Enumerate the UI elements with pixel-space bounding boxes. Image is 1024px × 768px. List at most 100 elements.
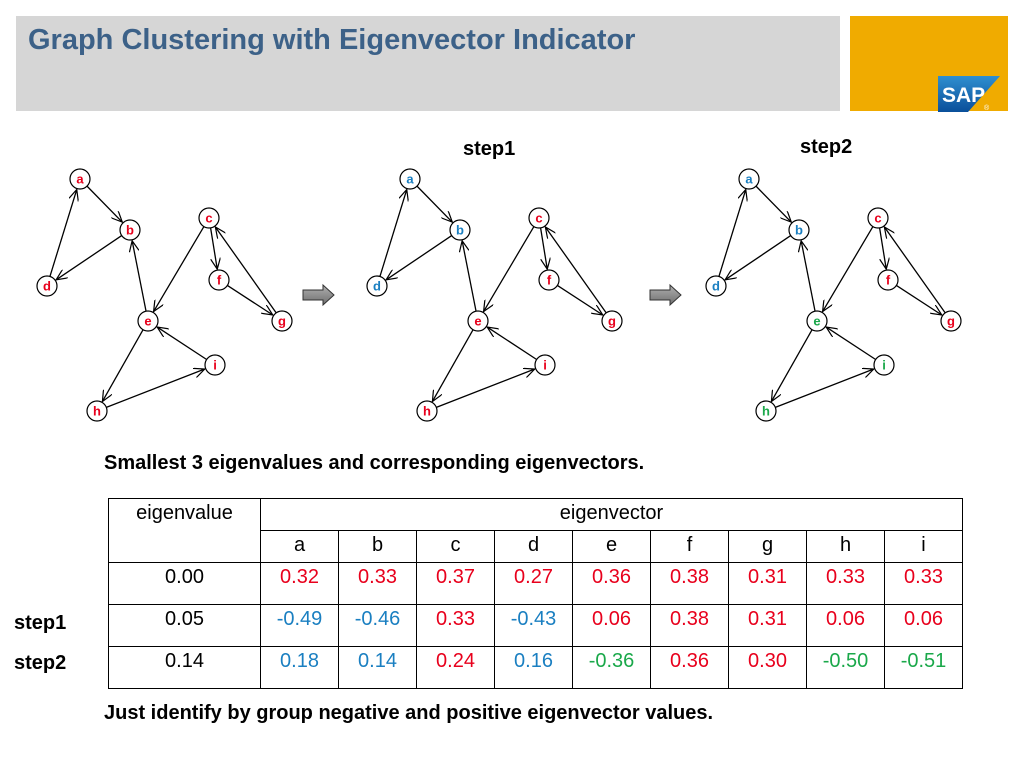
edge-h-i (775, 369, 873, 408)
edge-e-h (102, 329, 144, 402)
column-header-c: c (416, 530, 495, 563)
node-h (416, 400, 438, 422)
eigenvector-cell: 0.31 (728, 604, 807, 647)
node-a (69, 168, 91, 190)
edge-h-i (436, 369, 534, 408)
edge-a-b (755, 185, 791, 222)
edge-c-e (484, 226, 535, 312)
node-a (399, 168, 421, 190)
edge-b-d (725, 235, 792, 280)
edge-a-b (86, 185, 122, 222)
node-label-b: b (795, 223, 803, 238)
node-c (528, 207, 550, 229)
node-f (877, 269, 899, 291)
edge-i-e (487, 327, 537, 361)
node-b (449, 219, 471, 241)
edge-e-b (462, 241, 477, 312)
node-label-c: c (535, 211, 542, 226)
eigenvector-cell: 0.14 (338, 646, 417, 689)
edge-b-d (386, 235, 453, 280)
eigenvector-cell: -0.49 (260, 604, 339, 647)
node-c (198, 207, 220, 229)
node-f (538, 269, 560, 291)
node-c (867, 207, 889, 229)
edge-d-a (49, 190, 77, 277)
edge-f-g (557, 284, 602, 315)
node-i (873, 354, 895, 376)
eigenvector-cell: 0.36 (572, 562, 651, 605)
node-e (137, 310, 159, 332)
edge-c-f (878, 227, 887, 269)
node-label-e: e (144, 314, 151, 329)
eigenvalue-cell: 0.05 (108, 604, 261, 647)
sap-logo-box: SAP ® (850, 16, 1008, 112)
node-label-f: f (547, 273, 552, 288)
eigenvector-cell: 0.33 (338, 562, 417, 605)
node-f (208, 269, 230, 291)
node-d (366, 275, 388, 297)
eigenvector-cell: 0.24 (416, 646, 495, 689)
row-label-step1: step1 (14, 612, 67, 634)
node-i (204, 354, 226, 376)
node-d (36, 275, 58, 297)
node-label-f: f (886, 273, 891, 288)
sap-logo-registered: ® (984, 104, 990, 112)
sap-logo: SAP ® (938, 76, 1000, 112)
footer-caption: Just identify by group negative and posi… (104, 702, 714, 724)
node-label-h: h (93, 404, 101, 419)
node-a (738, 168, 760, 190)
header-eigenvector: eigenvector (260, 498, 963, 531)
edge-a-b (416, 185, 452, 222)
node-label-a: a (76, 172, 84, 187)
node-label-c: c (874, 211, 881, 226)
node-e (467, 310, 489, 332)
edge-i-e (826, 327, 876, 361)
edge-c-f (539, 227, 548, 269)
edge-e-b (801, 241, 816, 312)
node-label-h: h (762, 404, 770, 419)
node-b (788, 219, 810, 241)
eigenvector-cell: 0.31 (728, 562, 807, 605)
eigenvector-cell: -0.46 (338, 604, 417, 647)
table-caption: Smallest 3 eigenvalues and corresponding… (104, 452, 645, 474)
column-header-i: i (884, 530, 963, 563)
column-header-e: e (572, 530, 651, 563)
column-header-h: h (806, 530, 885, 563)
node-label-d: d (712, 279, 720, 294)
eigenvector-cell: 0.33 (806, 562, 885, 605)
node-h (755, 400, 777, 422)
edge-d-a (379, 190, 407, 277)
edge-i-e (157, 327, 207, 361)
node-label-h: h (423, 404, 431, 419)
eigenvector-cell: -0.51 (884, 646, 963, 689)
node-i (534, 354, 556, 376)
graph-label-step1: step1 (463, 138, 516, 160)
eigenvector-cell: 0.33 (416, 604, 495, 647)
eigenvector-cell: -0.50 (806, 646, 885, 689)
node-label-i: i (543, 358, 547, 373)
node-label-d: d (373, 279, 381, 294)
eigenvector-cell: 0.06 (806, 604, 885, 647)
sap-logo-text: SAP (942, 84, 985, 107)
eigenvalue-cell: 0.14 (108, 646, 261, 689)
eigenvector-cell: 0.30 (728, 646, 807, 689)
node-h (86, 400, 108, 422)
edge-b-d (56, 235, 123, 280)
node-label-a: a (406, 172, 414, 187)
node-label-d: d (43, 279, 51, 294)
column-header-f: f (650, 530, 729, 563)
eigenvector-cell: 0.18 (260, 646, 339, 689)
column-header-a: a (260, 530, 339, 563)
eigenvector-cell: 0.16 (494, 646, 573, 689)
edge-f-g (227, 284, 272, 315)
eigenvector-cell: 0.06 (572, 604, 651, 647)
edge-e-h (771, 329, 813, 402)
slide-title: Graph Clustering with Eigenvector Indica… (28, 24, 636, 56)
